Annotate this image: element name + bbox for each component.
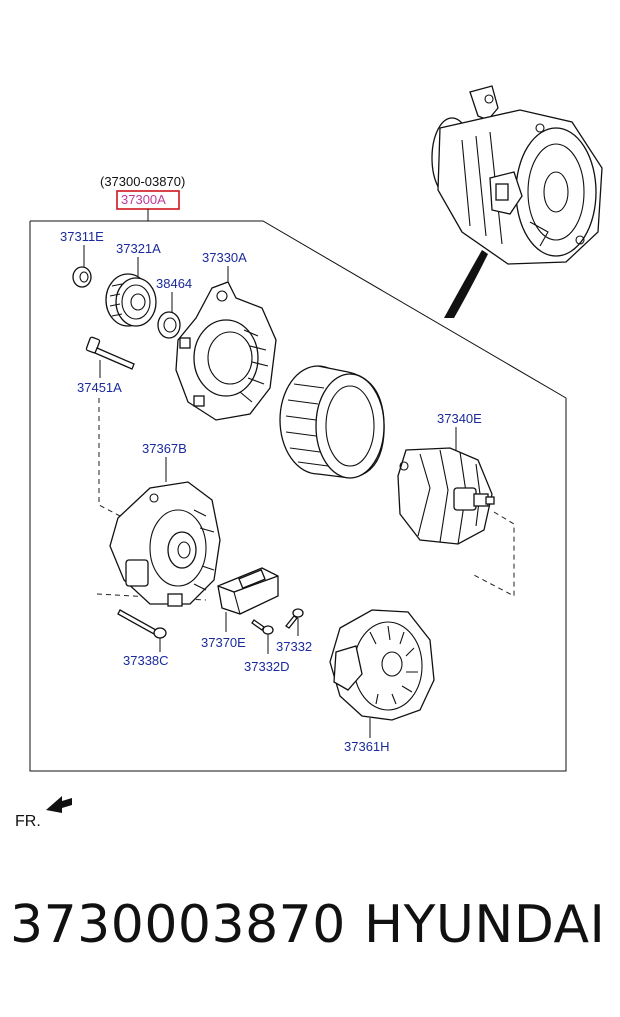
screw-a-part xyxy=(285,608,304,629)
nut-part xyxy=(72,266,92,288)
label-37311E[interactable]: 37311E xyxy=(60,229,104,244)
alignment-line-right xyxy=(471,511,515,597)
exploded-parts-diagram: (37300-03870) 37300A 37311E 37321A xyxy=(15,85,603,830)
label-37367B[interactable]: 37367B xyxy=(142,441,187,456)
assembly-pointer-arrow xyxy=(444,250,488,318)
label-37451A[interactable]: 37451A xyxy=(77,380,122,395)
label-37340E[interactable]: 37340E xyxy=(437,411,482,426)
brand-name-text: HYUNDAI xyxy=(364,895,606,955)
front-bracket-part xyxy=(175,281,277,421)
front-direction-indicator: FR. xyxy=(15,796,72,830)
label-38464[interactable]: 38464 xyxy=(156,276,192,291)
assembled-alternator-drawing xyxy=(431,85,603,265)
part-range-label: (37300-03870) xyxy=(100,174,185,189)
bolt-part xyxy=(85,336,135,370)
label-37332D[interactable]: 37332D xyxy=(244,659,290,674)
label-37330A[interactable]: 37330A xyxy=(202,250,247,265)
label-37332[interactable]: 37332 xyxy=(276,639,312,654)
label-37338C[interactable]: 37338C xyxy=(123,653,169,668)
screw-b-part xyxy=(251,619,274,635)
regulator-part xyxy=(217,567,279,615)
assembly-frame xyxy=(29,220,567,772)
stator-part xyxy=(279,365,385,479)
footer-caption: 3730003870 HYUNDAI xyxy=(0,895,620,985)
pulley-part xyxy=(105,273,157,327)
rotor-part xyxy=(397,447,495,545)
label-37361H[interactable]: 37361H xyxy=(344,739,390,754)
through-bolt-part xyxy=(117,609,167,639)
label-37321A[interactable]: 37321A xyxy=(116,241,161,256)
rear-bracket-part xyxy=(109,481,221,607)
front-direction-label: FR. xyxy=(15,813,41,830)
assembly-label[interactable]: 37300A xyxy=(121,192,166,207)
front-arrow-icon xyxy=(46,796,72,813)
rear-cover-part xyxy=(329,609,435,721)
part-number-text: 3730003870 xyxy=(10,895,346,955)
bearing-part xyxy=(157,311,181,339)
alignment-line-left xyxy=(98,398,121,517)
label-37370E[interactable]: 37370E xyxy=(201,635,246,650)
